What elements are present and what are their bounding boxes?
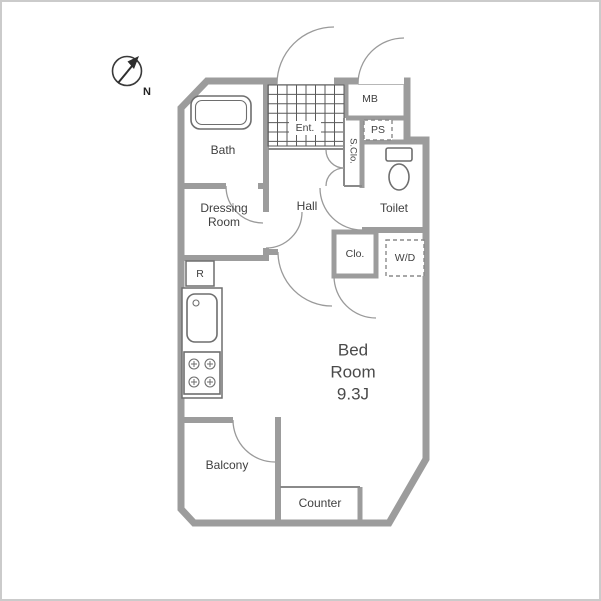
entrance-label-bg bbox=[289, 121, 321, 135]
door-swing-arcs bbox=[225, 26, 405, 463]
meter-box-label: MB bbox=[362, 93, 378, 105]
stove-burners-icon bbox=[188, 358, 216, 388]
kitchen-counter bbox=[181, 260, 223, 399]
counter-label: Counter bbox=[299, 496, 342, 510]
door-arc-bedroom bbox=[277, 251, 333, 307]
door-arc-meter-box bbox=[357, 37, 405, 85]
fridge-label: R bbox=[196, 268, 204, 280]
toilet-icon bbox=[385, 147, 413, 191]
bedroom-label-line1: Bed bbox=[338, 340, 368, 359]
fridge-box bbox=[185, 260, 215, 287]
door-arc-entrance bbox=[276, 26, 335, 85]
bedroom-label-line3: 9.3J bbox=[337, 384, 369, 403]
door-arc-toilet bbox=[319, 187, 363, 231]
stove-icon bbox=[183, 351, 221, 395]
shoe-closet-partition bbox=[343, 118, 362, 187]
sink-icon bbox=[186, 293, 218, 343]
interior-walls bbox=[181, 81, 426, 523]
door-arc-shoe-closet-lower bbox=[325, 167, 345, 187]
dressing-room-label-line1: Dressing bbox=[200, 201, 247, 215]
door-arc-balcony bbox=[232, 419, 276, 463]
compass: N bbox=[111, 55, 151, 98]
exterior-wall bbox=[177, 77, 430, 527]
door-arc-dressing bbox=[265, 211, 303, 249]
bedroom-label-line2: Room bbox=[330, 362, 375, 381]
toilet-label: Toilet bbox=[380, 201, 409, 215]
room-labels: Bath Ent. MB PS S.Clo. Toilet Hall Dress… bbox=[196, 93, 415, 510]
balcony-label: Balcony bbox=[206, 458, 249, 472]
door-arc-bath bbox=[225, 185, 264, 224]
faucet-icon bbox=[192, 299, 200, 307]
washer-dryer-label: W/D bbox=[395, 252, 416, 264]
washer-dryer-box bbox=[385, 239, 425, 277]
bathtub-icon bbox=[190, 95, 252, 130]
closet-label: Clo. bbox=[346, 248, 365, 260]
pipe-space-box bbox=[363, 119, 393, 141]
compass-circle bbox=[111, 55, 143, 87]
compass-arrowhead-icon bbox=[127, 56, 139, 69]
hall-label: Hall bbox=[297, 199, 318, 213]
shoe-closet-label: S.Clo. bbox=[347, 138, 358, 164]
bath-label: Bath bbox=[211, 143, 236, 157]
dressing-room-label-line2: Room bbox=[208, 215, 240, 229]
pipe-space-label: PS bbox=[371, 124, 385, 136]
entrance-label: Ent. bbox=[296, 122, 315, 134]
closet-box bbox=[331, 229, 379, 279]
door-arc-closet bbox=[333, 275, 377, 319]
compass-north-label: N bbox=[143, 86, 151, 98]
